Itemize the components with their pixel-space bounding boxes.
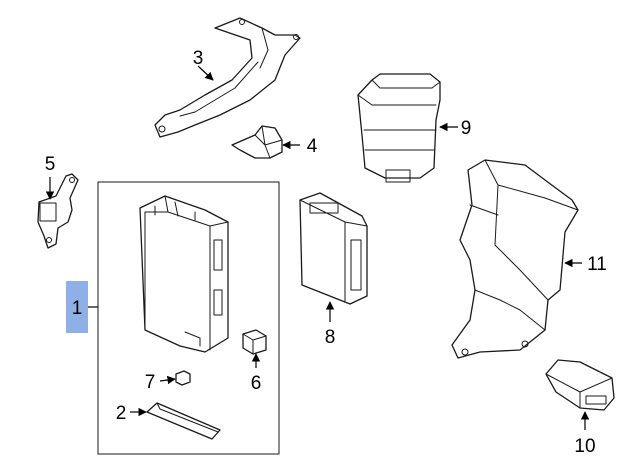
- callout-11[interactable]: 11: [587, 254, 607, 275]
- callout-4[interactable]: 4: [307, 136, 318, 157]
- callout-10[interactable]: 10: [574, 436, 595, 457]
- callout-7[interactable]: 7: [145, 372, 156, 393]
- part-4-bracket[interactable]: [231, 125, 283, 159]
- callout-3[interactable]: 3: [193, 48, 204, 69]
- part-2-cover[interactable]: [146, 402, 221, 440]
- callout-9[interactable]: 9: [461, 118, 472, 139]
- callout-1-highlight[interactable]: [66, 281, 88, 333]
- part-8-ecu[interactable]: [299, 192, 368, 305]
- part-6-clip[interactable]: [242, 329, 267, 355]
- leader-3: [197, 65, 214, 81]
- leader-7: [159, 375, 176, 385]
- part-10-module[interactable]: [545, 359, 615, 411]
- callout-5[interactable]: 5: [45, 154, 56, 175]
- part-3-bracket[interactable]: [154, 17, 301, 138]
- assembly-box: [97, 181, 280, 455]
- part-7-clip[interactable]: [175, 370, 191, 386]
- callout-1[interactable]: 1: [72, 298, 83, 319]
- part-11-housing[interactable]: [451, 159, 579, 359]
- part-1-module[interactable]: [139, 195, 229, 353]
- callout-8[interactable]: 8: [325, 327, 336, 348]
- part-5-sensor[interactable]: [37, 173, 79, 249]
- callout-6[interactable]: 6: [251, 373, 262, 394]
- callout-2[interactable]: 2: [116, 403, 127, 424]
- part-9-blower[interactable]: [357, 73, 441, 183]
